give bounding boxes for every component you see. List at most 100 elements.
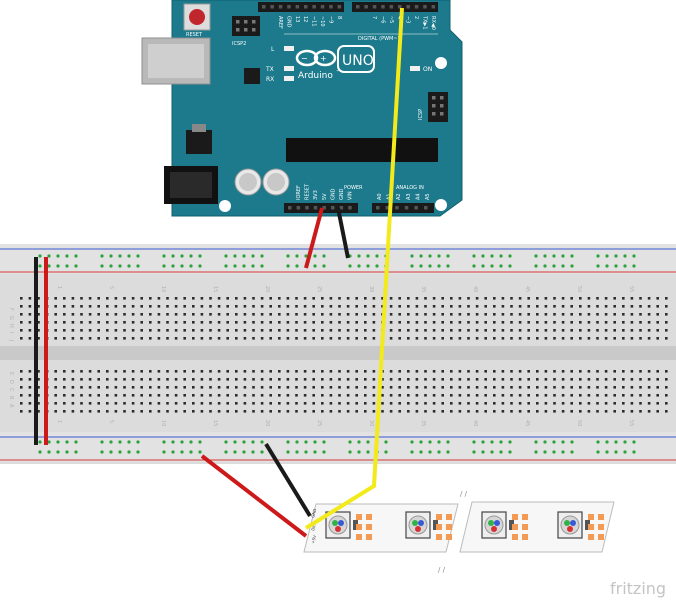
rail-hole	[304, 254, 308, 258]
breadboard-hole	[183, 410, 186, 413]
breadboard-hole	[372, 297, 376, 300]
row-letter: H	[8, 324, 14, 328]
breadboard-hole	[174, 378, 178, 381]
breadboard-hole	[570, 329, 573, 332]
rail-hole	[198, 254, 202, 258]
breadboard-hole	[475, 337, 479, 340]
breadboard-hole	[544, 370, 548, 373]
breadboard-hole	[338, 313, 341, 316]
breadboard-hole	[54, 337, 57, 340]
breadboard-hole	[88, 337, 92, 340]
analog-header	[372, 203, 434, 213]
breadboard-hole	[252, 378, 255, 381]
breadboard-hole	[493, 378, 496, 381]
breadboard-hole	[28, 297, 32, 300]
uno-text: UNO	[342, 53, 374, 69]
breadboard-hole	[54, 329, 57, 332]
rail-hole	[286, 254, 290, 258]
breadboard-hole	[269, 337, 272, 340]
breadboard-hole	[407, 305, 410, 308]
analog-pin-label: A2	[396, 193, 402, 200]
breadboard-hole	[518, 394, 522, 397]
breadboard-hole	[192, 329, 195, 332]
breadboard-hole	[28, 402, 32, 405]
power-pin-label: 5V	[322, 193, 328, 200]
breadboard-hole	[114, 402, 118, 405]
breadboard-hole	[622, 297, 625, 300]
power-header-pin	[331, 206, 335, 210]
breadboard-hole	[536, 378, 539, 381]
breadboard-hole	[192, 386, 195, 389]
breadboard-hole	[553, 386, 556, 389]
top-pin-label: ~11	[311, 16, 317, 27]
breadboard-hole	[647, 321, 651, 324]
breadboard-hole	[450, 378, 453, 381]
row-letter: B	[8, 396, 14, 400]
breadboard-hole	[656, 329, 659, 332]
breadboard-hole	[355, 297, 358, 300]
breadboard-hole	[200, 313, 204, 316]
breadboard-hole	[656, 337, 659, 340]
breadboard-hole	[329, 321, 333, 324]
breadboard-hole	[518, 313, 522, 316]
breadboard-hole	[346, 329, 350, 332]
breadboard-hole	[286, 329, 290, 332]
breadboard-hole	[450, 337, 453, 340]
breadboard-hole	[235, 410, 238, 413]
breadboard-hole	[28, 378, 32, 381]
rail-hole	[534, 264, 538, 268]
rail-hole	[171, 254, 175, 258]
breadboard-hole	[398, 394, 401, 397]
breadboard-hole	[647, 329, 651, 332]
breadboard-hole	[441, 337, 444, 340]
rail-hole	[313, 450, 317, 454]
breadboard-hole	[596, 394, 599, 397]
mount-hole	[435, 199, 447, 211]
breadboard-hole	[80, 402, 83, 405]
breadboard-hole	[37, 305, 40, 308]
breadboard-hole	[149, 402, 152, 405]
breadboard-hole	[604, 394, 608, 397]
rail-hole	[171, 264, 175, 268]
column-number: 50	[576, 420, 582, 426]
rail-hole	[472, 254, 476, 258]
capacitor-1-top	[239, 173, 257, 191]
breadboard-hole	[527, 402, 530, 405]
breadboard-hole	[553, 337, 556, 340]
icsp2-header	[232, 16, 260, 36]
breadboard-hole	[647, 337, 651, 340]
breadboard-hole	[123, 386, 126, 389]
rail-hole	[251, 254, 255, 258]
breadboard-hole	[381, 378, 384, 381]
header-pin	[423, 5, 427, 9]
breadboard-hole	[252, 313, 255, 316]
breadboard-hole	[518, 410, 522, 413]
wire-data-pin-to-din	[304, 7, 404, 530]
breadboard-hole	[450, 321, 453, 324]
breadboard-hole	[450, 313, 453, 316]
power-header-pin	[322, 206, 326, 210]
breadboard-hole	[432, 321, 436, 324]
breadboard-hole	[269, 386, 272, 389]
rail-hole	[490, 440, 494, 444]
breadboard-hole	[123, 313, 126, 316]
breadboard-hole	[510, 305, 513, 308]
column-number: 25	[316, 286, 322, 292]
breadboard-hole	[88, 329, 92, 332]
breadboard-hole	[570, 378, 573, 381]
rail-hole	[428, 264, 432, 268]
breadboard-hole	[346, 386, 350, 389]
breadboard-hole	[630, 329, 634, 332]
led-green-die	[564, 520, 570, 526]
breadboard-hole	[398, 321, 401, 324]
breadboard-hole	[131, 370, 135, 373]
rail-hole	[446, 264, 450, 268]
row-letter: I	[8, 332, 14, 333]
rail-hole	[198, 450, 202, 454]
rail-hole	[472, 450, 476, 454]
breadboard-hole	[613, 305, 616, 308]
breadboard-hole	[372, 410, 376, 413]
breadboard-hole	[243, 297, 247, 300]
breadboard-hole	[450, 402, 453, 405]
header-pin	[337, 5, 342, 9]
